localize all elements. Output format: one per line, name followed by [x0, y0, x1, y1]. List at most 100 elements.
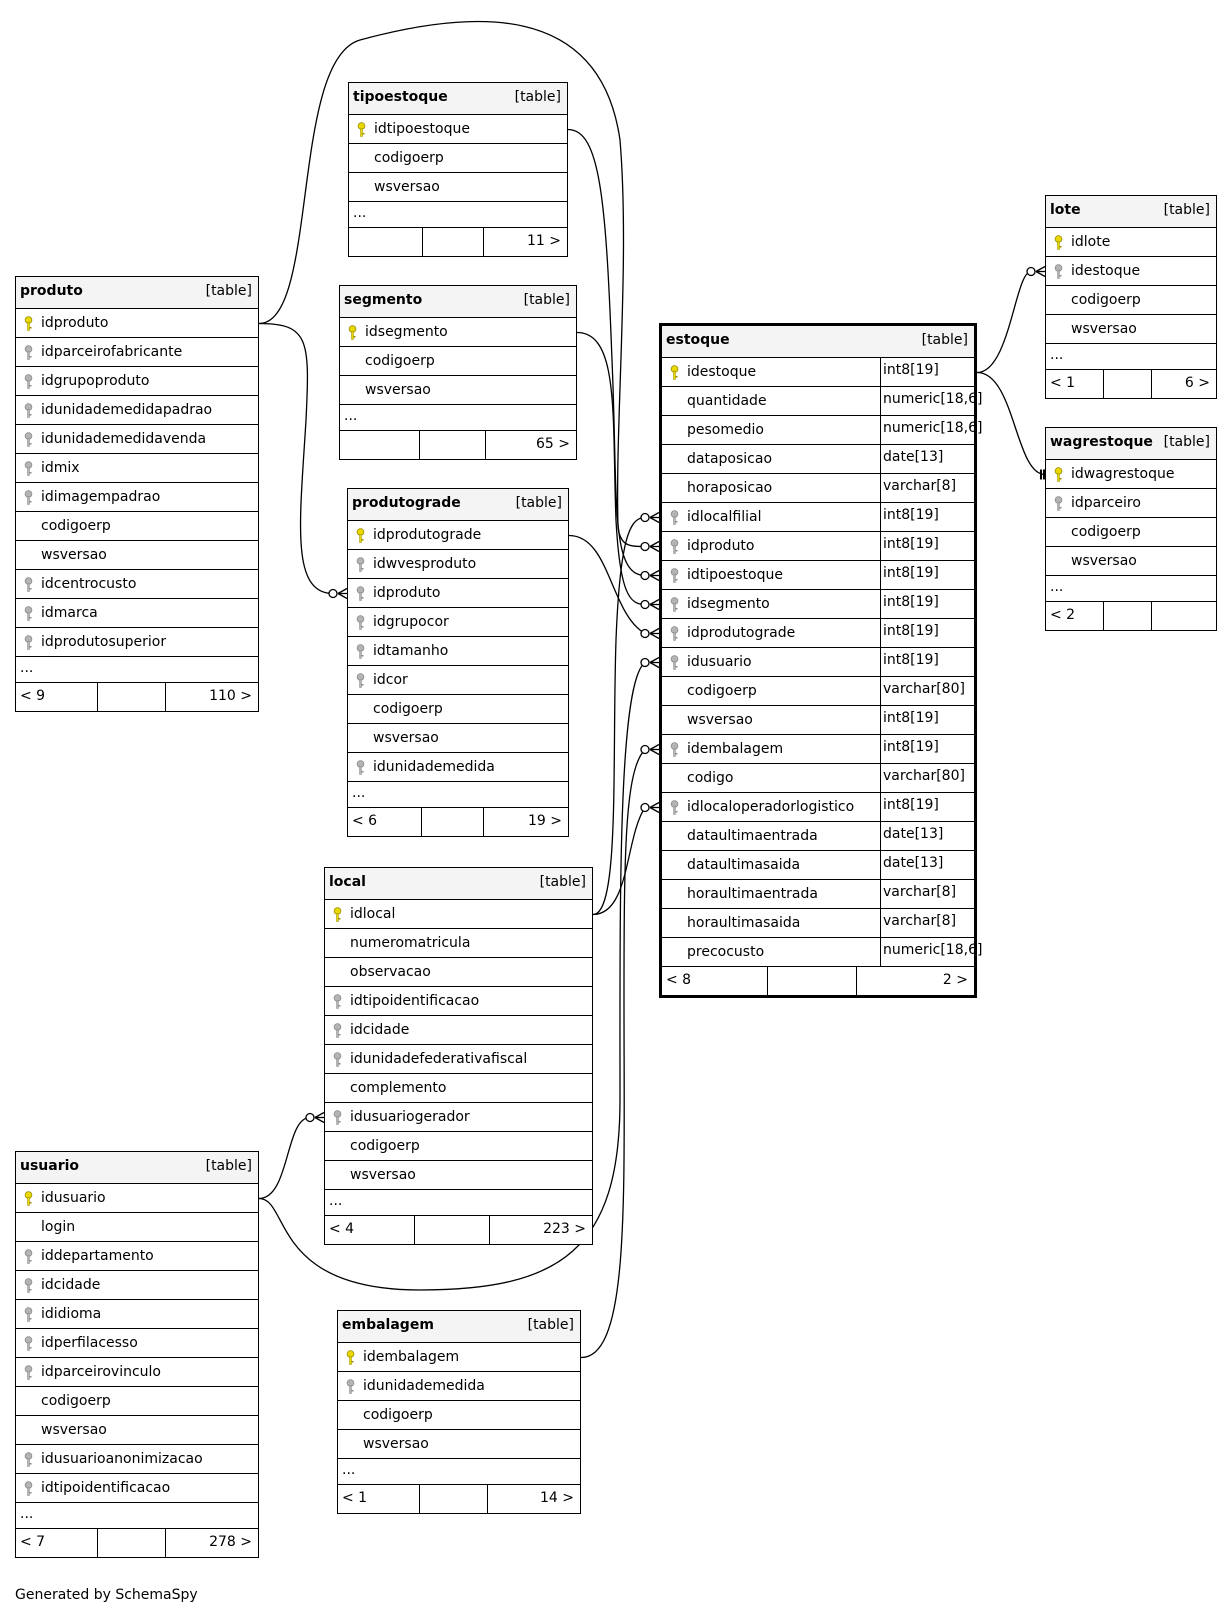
- table-header[interactable]: wagrestoque[table]: [1046, 428, 1216, 460]
- parents-count[interactable]: < 6: [352, 813, 378, 829]
- column-row[interactable]: idusuario: [16, 1184, 258, 1213]
- column-row[interactable]: codigoerp: [340, 347, 576, 376]
- column-row[interactable]: observacao: [325, 958, 592, 987]
- parents-count[interactable]: < 7: [20, 1534, 46, 1550]
- column-row[interactable]: idproduto: [348, 579, 568, 608]
- column-row[interactable]: wsversao: [1046, 315, 1216, 344]
- children-count[interactable]: 110 >: [209, 688, 252, 704]
- column-row[interactable]: idprodutograde: [348, 521, 568, 550]
- table-header[interactable]: estoque[table]: [662, 326, 974, 358]
- column-row[interactable]: idtamanho: [348, 637, 568, 666]
- column-row[interactable]: wsversao: [340, 376, 576, 405]
- parents-count[interactable]: < 1: [342, 1490, 368, 1506]
- column-row[interactable]: idlote: [1046, 228, 1216, 257]
- parents-count[interactable]: < 1: [1050, 375, 1076, 391]
- column-row[interactable]: idmarca: [16, 599, 258, 628]
- table-header[interactable]: produtograde[table]: [348, 489, 568, 521]
- column-row[interactable]: idtipoidentificacao: [16, 1474, 258, 1503]
- table-name[interactable]: estoque: [666, 332, 730, 348]
- table-name[interactable]: produto: [20, 283, 83, 299]
- table-name[interactable]: segmento: [344, 292, 423, 308]
- table-name[interactable]: usuario: [20, 1158, 80, 1174]
- column-row[interactable]: idperfilacesso: [16, 1329, 258, 1358]
- column-row[interactable]: wsversao: [338, 1430, 580, 1459]
- column-row[interactable]: idparceirovinculo: [16, 1358, 258, 1387]
- column-row[interactable]: idparceirofabricante: [16, 338, 258, 367]
- column-row[interactable]: login: [16, 1213, 258, 1242]
- table-header[interactable]: lote[table]: [1046, 196, 1216, 228]
- column-row[interactable]: codigoerp: [348, 695, 568, 724]
- column-row[interactable]: idusuarioanonimizacao: [16, 1445, 258, 1474]
- table-name[interactable]: produtograde: [352, 495, 461, 511]
- column-row[interactable]: wsversao: [325, 1161, 592, 1190]
- parents-count[interactable]: < 8: [666, 972, 692, 988]
- column-row[interactable]: idusuariogerador: [325, 1103, 592, 1132]
- column-row[interactable]: codigoerp: [1046, 518, 1216, 547]
- table-header[interactable]: tipoestoque[table]: [349, 83, 567, 115]
- column-row[interactable]: idimagempadrao: [16, 483, 258, 512]
- column-row[interactable]: idwagrestoque: [1046, 460, 1216, 489]
- children-count[interactable]: 278 >: [209, 1534, 252, 1550]
- column-row[interactable]: idtipoestoque: [349, 115, 567, 144]
- column-row[interactable]: codigoerp: [338, 1401, 580, 1430]
- column-row[interactable]: iddepartamento: [16, 1242, 258, 1271]
- column-row[interactable]: codigoerp: [1046, 286, 1216, 315]
- column-row[interactable]: idunidadefederativafiscal: [325, 1045, 592, 1074]
- column-row[interactable]: idcentrocusto: [16, 570, 258, 599]
- column-row[interactable]: wsversao: [349, 173, 567, 202]
- parents-count[interactable]: < 4: [329, 1221, 355, 1237]
- column-row[interactable]: idcor: [348, 666, 568, 695]
- column-row[interactable]: idwvesproduto: [348, 550, 568, 579]
- column-row[interactable]: wsversao: [1046, 547, 1216, 576]
- children-count[interactable]: 65 >: [536, 436, 570, 452]
- column-row[interactable]: idlocal: [325, 900, 592, 929]
- column-row[interactable]: idsegmento: [340, 318, 576, 347]
- table-name[interactable]: embalagem: [342, 1317, 434, 1333]
- table-name[interactable]: wagrestoque: [1050, 434, 1153, 450]
- children-count[interactable]: 11 >: [527, 233, 561, 249]
- column-row[interactable]: idprodutosuperior: [16, 628, 258, 657]
- column-row[interactable]: idcidade: [325, 1016, 592, 1045]
- column-row[interactable]: wsversao: [16, 541, 258, 570]
- column-row[interactable]: idestoque: [1046, 257, 1216, 286]
- table-header[interactable]: segmento[table]: [340, 286, 576, 318]
- column-row[interactable]: idproduto: [16, 309, 258, 338]
- children-count[interactable]: 223 >: [543, 1221, 586, 1237]
- table-name[interactable]: tipoestoque: [353, 89, 448, 105]
- table-name[interactable]: local: [329, 874, 366, 890]
- column-row[interactable]: codigoerp: [16, 1387, 258, 1416]
- table-name[interactable]: lote: [1050, 202, 1081, 218]
- parents-count[interactable]: < 9: [20, 688, 46, 704]
- children-count[interactable]: 14 >: [540, 1490, 574, 1506]
- table-header[interactable]: embalagem[table]: [338, 1311, 580, 1343]
- column-row[interactable]: idunidademedidapadrao: [16, 396, 258, 425]
- column-row[interactable]: idmix: [16, 454, 258, 483]
- column-row[interactable]: idunidademedida: [338, 1372, 580, 1401]
- column-row[interactable]: codigoerp: [16, 512, 258, 541]
- column-row[interactable]: numeromatricula: [325, 929, 592, 958]
- table-header[interactable]: usuario[table]: [16, 1152, 258, 1184]
